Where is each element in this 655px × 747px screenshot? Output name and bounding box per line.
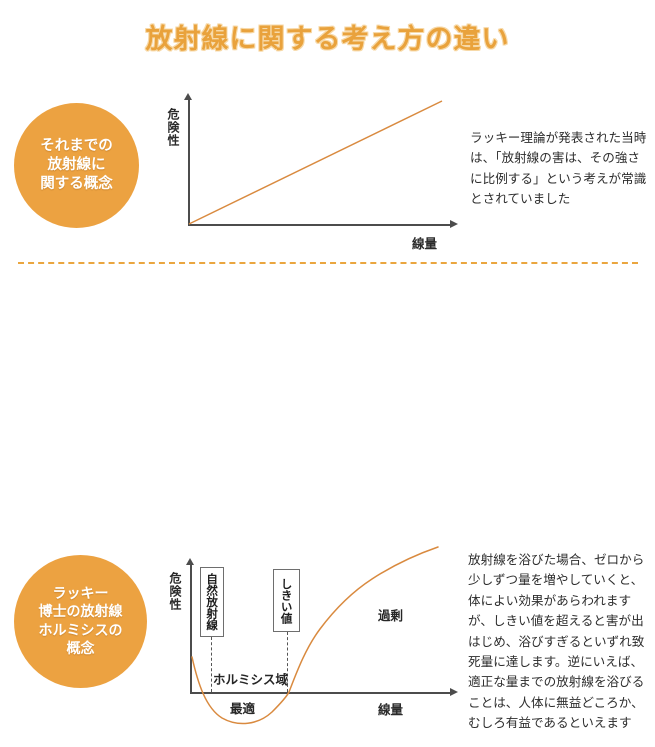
top-badge-line-1: それまでの <box>40 137 113 154</box>
top-badge-line-2: 放射線に <box>47 156 106 173</box>
chart1-x-axis-label: 線量 <box>412 236 438 251</box>
top-badge-line-3: 関する概念 <box>40 176 113 193</box>
region-label-excess: 過剰 <box>378 608 404 623</box>
callout-threshold-label: しきい値 <box>279 577 294 624</box>
linear-risk-chart: 危険性 線量 <box>0 0 655 262</box>
chart1-x-axis-arrow-icon <box>450 220 458 229</box>
page-title: 放射線に関する考え方の違い <box>145 24 510 55</box>
chart1-y-axis-arrow-icon <box>184 93 193 100</box>
chart1-x-axis <box>188 224 450 226</box>
chart1-y-axis-label: 危険性 <box>166 108 180 147</box>
infographic-root: 放射線に関する考え方の違い それまでの 放射線に 関する概念 危険性 線量 <box>0 0 655 730</box>
bottom-panel-description: 放射線を浴びた場合、ゼロから少しずつ量を増やしていくと、体によい効果があらわれま… <box>468 552 645 731</box>
top-panel-description: ラッキー理論が発表された当時は、「放射線の害は、その強さに比例する」という考えが… <box>470 130 647 207</box>
top-panel-badge: それまでの 放射線に 関する概念 <box>14 103 139 228</box>
region-label-hormesis-zone: ホルミシス域 <box>213 672 289 687</box>
marker-line-natural-radiation <box>211 637 212 692</box>
callout-threshold: しきい値 <box>273 569 300 632</box>
panel-divider <box>18 262 638 264</box>
chart1-y-axis <box>188 100 190 225</box>
callout-natural-radiation-label: 自然放射線 <box>205 573 220 631</box>
bottom-panel: ラッキー 博士の放射線 ホルミシスの 概念 危険性 線量 自然放射線 <box>0 262 655 730</box>
top-panel: それまでの 放射線に 関する概念 危険性 線量 ラッキー理論が発表された当時は、… <box>0 0 655 262</box>
callout-natural-radiation: 自然放射線 <box>200 567 224 637</box>
chart1-series-line <box>188 100 443 225</box>
region-label-optimal: 最適 <box>230 701 256 716</box>
